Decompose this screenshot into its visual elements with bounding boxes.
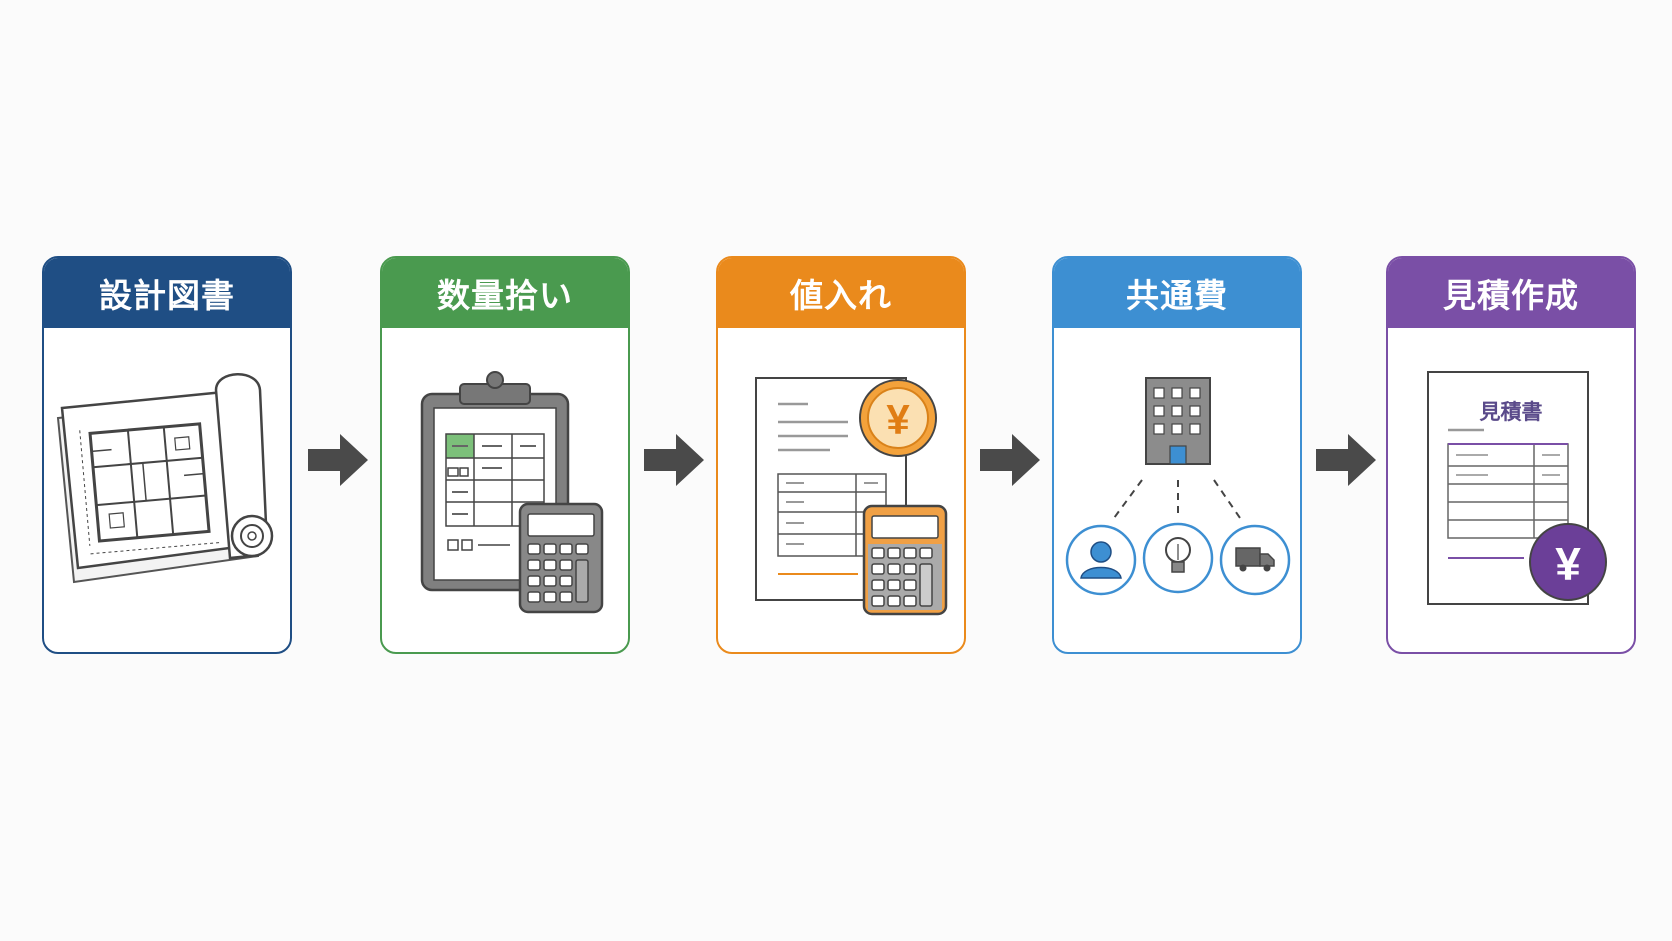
step-illustration (44, 328, 290, 652)
arrow-right-icon (980, 434, 1040, 486)
step-illustration: ¥ 見積書 (1388, 328, 1634, 652)
arrow-right-icon (1316, 434, 1376, 486)
yen-coin-icon: ¥ (859, 379, 937, 457)
arrow-right-icon (644, 434, 704, 486)
step-title: 設計図書 (44, 258, 290, 328)
step-quantity-takeoff: 数量拾い (380, 256, 630, 654)
building-icon (1145, 377, 1211, 465)
calculator-icon (862, 504, 948, 616)
calculator-icon (518, 502, 604, 614)
truck-icon (1219, 524, 1291, 596)
person-icon (1065, 524, 1137, 596)
step-title: 見積作成 (1388, 258, 1634, 328)
yen-coin-icon: ¥ (1529, 523, 1607, 601)
step-illustration (382, 328, 628, 652)
step-illustration: ¥ (718, 328, 964, 652)
arrow-right-icon (308, 434, 368, 486)
step-title: 共通費 (1054, 258, 1300, 328)
svg-text:¥: ¥ (1555, 538, 1581, 590)
blueprint-icon (56, 373, 274, 584)
lightbulb-icon (1142, 522, 1214, 594)
step-create-estimate: 見積作成 (1386, 256, 1636, 654)
step-title: 数量拾い (382, 258, 628, 328)
step-pricing: 値入れ (716, 256, 966, 654)
step-common-costs: 共通費 (1052, 256, 1302, 654)
estimate-document-title: 見積書 (1479, 400, 1543, 424)
step-design-documents: 設計図書 (42, 256, 292, 654)
svg-text:¥: ¥ (886, 396, 910, 443)
step-illustration (1054, 328, 1300, 652)
step-title: 値入れ (718, 258, 964, 328)
